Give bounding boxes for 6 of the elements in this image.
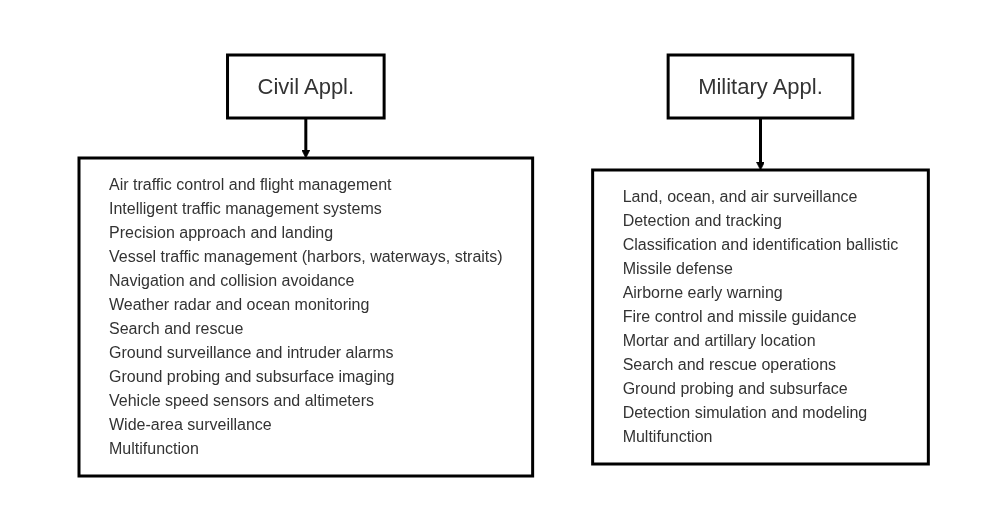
arrow <box>301 117 311 158</box>
node-box: Air traffic control and flight management Intelligent traffic management systems Precision approach and landing Vessel traffic management (harbors, waterways, straits) Navigation and collision avoidance Weather radar and ocean monitoring Search and rescue Ground surveillance and intruder alarms Ground probing and subsurface imaging Vehicle speed sensors and altimeters Wide-area surveillance Multifunction <box>77 156 535 477</box>
arrow <box>756 117 766 170</box>
node-box: Military Appl. <box>666 53 855 119</box>
node-box: Land, ocean, and air surveillance Detection and tracking Classification and identification ballistic Missile defense Airborne early warning Fire control and missile guidance Mortar and artillary location Search and rescue operations Ground probing and subsurface Detection simulation and modeling Multifunction <box>591 168 931 465</box>
node-box: Civil Appl. <box>226 53 386 119</box>
